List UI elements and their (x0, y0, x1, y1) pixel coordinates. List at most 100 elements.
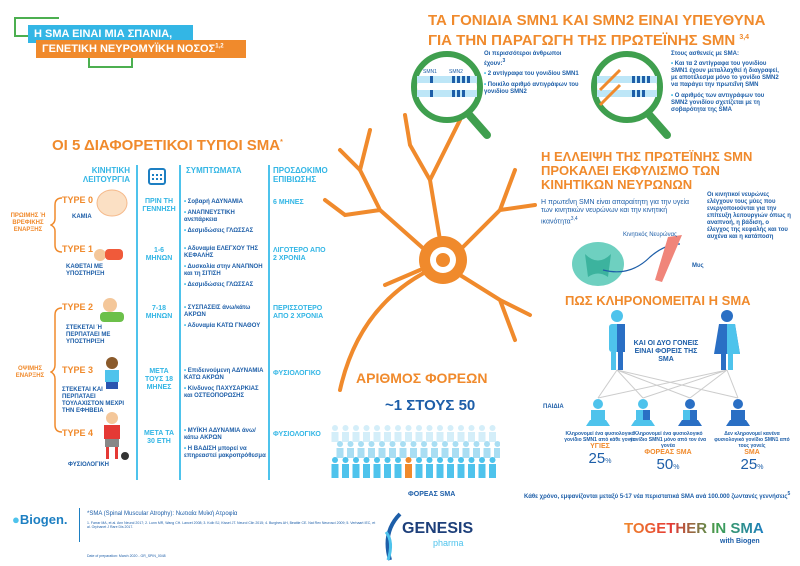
person-icon (478, 457, 486, 478)
calendar-icon (148, 168, 166, 185)
symptom-list: Σοβαρή ΑΔΥΝΑΜΙΑΑΝΑΠΝΕΥΣΤΙΚΗ ανεπάρκειαΔε… (184, 199, 268, 239)
outcome-carrier: Κληρονομεί ένα φυσιολογικό γονίδιο SMN1 … (628, 431, 708, 475)
column-divider (179, 165, 181, 480)
person-icon (420, 441, 428, 458)
together-in-sma-logo: TOGETHER IN SMA (624, 520, 764, 537)
type-label: TYPE 1 (62, 244, 94, 254)
header-symptoms: ΣΥΜΠΤΩΜΑΤΑ (186, 166, 242, 175)
father-icon (609, 310, 625, 370)
fetus-illustration (96, 189, 128, 217)
frame-decoration (88, 54, 133, 68)
types-title: ΟΙ 5 ΔΙΑΦΟΡΕΤΙΚΟΙ ΤΥΠΟΙ SMA* (52, 137, 283, 154)
survival: 6 ΜΗΝΕΣ (273, 199, 304, 206)
sma-genes-text: Στους ασθενείς με SMA: Και τα 2 αντίγραφ… (671, 51, 781, 118)
person-icon (352, 425, 360, 442)
spinal-cord-muscle-illustration (572, 235, 682, 286)
banner-line-1: Η SMA ΕΙΝΑΙ ΜΙΑ ΣΠΑΝΙΑ, (28, 25, 193, 43)
type-label: TYPE 0 (62, 195, 94, 205)
person-icon (457, 457, 465, 478)
motor-neuron-side-text: Οι κινητικοί νευρώνες ελέγχουν τους μύες… (707, 192, 791, 240)
inheritance-title: ΠΩΣ ΚΛΗΡΟΝΟΜΕΙΤΑΙ Η SMA (565, 293, 751, 308)
type-illustrations (94, 189, 129, 460)
symptom-list: ΜΥΪΚΗ ΑΔΥΝΑΜΙΑ άνω/κάτω ΑΚΡΩΝΗ ΒΑΔΙΣΗ μπ… (184, 428, 268, 464)
person-icon (405, 425, 412, 442)
person-icon (394, 425, 402, 442)
motor-function: ΚΑΘΕΤΑΙ ΜΕ ΥΠΟΣΤΗΡΙΞΗ (66, 264, 105, 277)
person-icon (373, 425, 381, 442)
person-icon (384, 457, 391, 478)
person-icon (384, 425, 391, 442)
symptom-list: Αδυναμία ΕΛΕΓΧΟΥ ΤΗΣ ΚΕΦΑΛΗΣΔυσκολία στη… (184, 246, 268, 293)
header-survival: ΠΡΟΣΔΟΚΙΜΟ ΕΠΙΒΙΩΣΗΣ (273, 166, 328, 184)
person-icon (389, 441, 396, 458)
person-icon (342, 425, 349, 442)
person-icon (457, 425, 465, 442)
person-icon (363, 425, 370, 442)
child-icon (586, 399, 610, 426)
person-icon (426, 457, 433, 478)
person-icon (342, 457, 349, 478)
genesis-logo: GENESIS (402, 520, 474, 537)
column-divider (268, 165, 270, 480)
footer-divider (79, 508, 80, 542)
symptom-list: Επιδεινούμενη ΑΔΥΝΑΜΙΑ ΚΑΤΩ ΑΚΡΩΝΚίνδυνο… (184, 368, 268, 404)
carrier-label: ΦΟΡΕΑΣ SMA (408, 491, 456, 498)
motor-function: ΚΑΜΙΑ (72, 214, 92, 220)
outcome-description: Κληρονομεί ένα φυσιολογικό γονίδιο SMN1 … (564, 431, 636, 443)
person-icon (447, 457, 454, 478)
survival: ΛΙΓΟΤΕΡΟ ΑΠΟ 2 ΧΡΟΝΙΑ (273, 247, 326, 262)
genesis-pharma-label: pharma (433, 538, 464, 548)
type-label: TYPE 4 (62, 428, 94, 438)
person-icon (336, 441, 344, 458)
carriers-title: ΑΡΙΘΜΟΣ ΦΟΡΕΩΝ (356, 370, 488, 386)
toddler-crawling-illustration (100, 298, 124, 322)
child-icon (726, 399, 750, 426)
child-icon (631, 399, 655, 426)
neuron-illustration (323, 113, 537, 392)
magnifier-healthy-icon: SMN1 SMN2 (411, 51, 491, 139)
infant-lying-illustration (94, 249, 123, 261)
outcome-label: ΥΓΙΕΣ (590, 443, 610, 450)
person-icon (357, 441, 365, 458)
person-icon (468, 457, 475, 478)
with-biogen-label: with Biogen (720, 538, 760, 545)
motor-function: ΣΤΕΚΕΤΑΙ ΚΑΙ ΠΕΡΠΑΤΑΕΙ ΤΟΥΛΑΧΙΣΤΟΝ ΜΕΧΡΙ… (62, 387, 125, 414)
person-icon (489, 457, 496, 478)
date-of-preparation: Date of preparation: March 2020 - GR_SPI… (87, 554, 166, 558)
outcome-label: SMA (744, 449, 760, 456)
outcome-healthy: Κληρονομεί ένα φυσιολογικό γονίδιο SMN1 … (560, 431, 640, 469)
sma-definition: *SMA (Spinal Muscular Atrophy): Νωτιαία … (87, 511, 238, 517)
person-icon (431, 441, 438, 458)
banner-line-2: ΓΕΝΕΤΙΚΗ ΝΕΥΡΟΜΥΪΚΗ ΝΟΣΟΣ1,2 (36, 40, 246, 58)
person-icon (378, 441, 386, 458)
magnifier-sma-icon (591, 51, 671, 139)
person-icon (468, 425, 475, 442)
person-icon (399, 441, 407, 458)
deficiency-text: Η πρωτεΐνη SMN είναι απαραίτητη για την … (541, 199, 690, 226)
person-icon (331, 425, 339, 442)
person-icon (483, 441, 491, 458)
parents-carrier-text: ΚΑΙ ΟΙ ΔΥΟ ΓΟΝΕΙΣ ΕΙΝΑΙ ΦΟΡΕΙΣ ΤΗΣ SMA (633, 340, 699, 363)
person-icon (452, 441, 459, 458)
type-label: TYPE 2 (62, 302, 94, 312)
football-icon (121, 452, 129, 460)
symptom-list: ΣΥΣΠΑΣΕΙΣ άνω/κάτω ΑΚΡΩΝΑδυναμία ΚΑΤΩ ΓΝ… (184, 305, 268, 334)
mother-icon (714, 310, 740, 370)
banner: Η SMA ΕΙΝΑΙ ΜΙΑ ΣΠΑΝΙΑ, ΓΕΝΕΤΙΚΗ ΝΕΥΡΟΜΥ… (14, 17, 254, 69)
person-icon (331, 457, 339, 478)
person-icon (426, 425, 433, 442)
person-icon (489, 425, 496, 442)
outcome-percent: 25% (740, 456, 764, 473)
motor-function: ΦΥΣΙΟΛΟΓΙΚΗ (68, 462, 109, 468)
person-icon (373, 457, 381, 478)
carrier-person-icon (405, 457, 412, 478)
references: 1. Farrar MA, et al. Ann Neurol 2017; 2.… (87, 521, 376, 529)
person-icon (394, 457, 402, 478)
onset: 1-6 ΜΗΝΩΝ (145, 247, 173, 262)
adult-football-illustration (104, 412, 129, 460)
person-icon (436, 425, 444, 442)
carriers-people-grid (331, 425, 500, 478)
outcome-sma: Δεν κληρονομεί κανένα φυσιολογικό γονίδι… (712, 431, 792, 475)
